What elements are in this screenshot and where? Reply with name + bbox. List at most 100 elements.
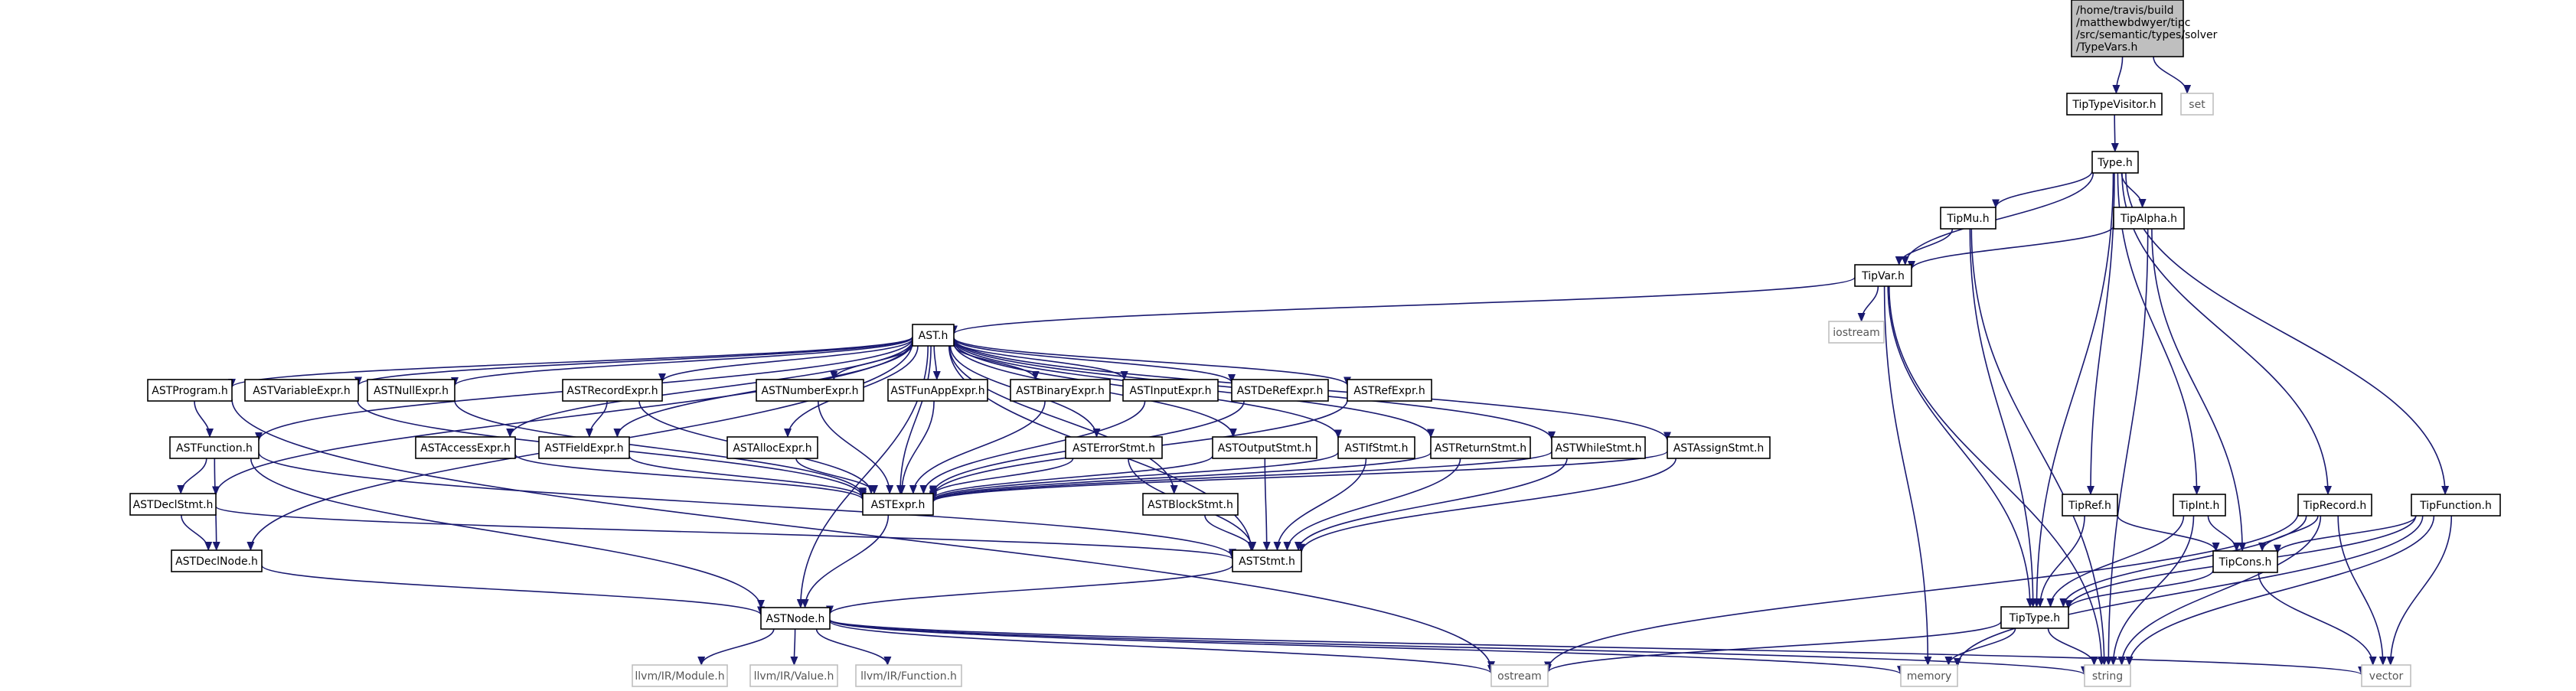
node-TipTypeVisitor[interactable]: TipTypeVisitor.h [2066,93,2163,116]
node-ASTOutputStmt[interactable]: ASTOutputStmt.h [1212,436,1317,459]
node-box-ASTDeclNode [171,549,263,572]
node-ASTErrorStmt[interactable]: ASTErrorStmt.h [1065,436,1163,459]
node-ASTIfStmt[interactable]: ASTIfStmt.h [1337,436,1415,459]
node-label-ASTBlockStmt: ASTBlockStmt.h [1148,499,1233,511]
node-TipFunction[interactable]: TipFunction.h [2411,494,2501,517]
node-ASTWhileStmt[interactable]: ASTWhileStmt.h [1551,436,1646,459]
edge-TipVar-to-string [1889,285,2106,666]
node-label-ASTOutputStmt: ASTOutputStmt.h [1218,442,1311,455]
edge-ASTReturnStmt-to-ASTExpr [929,451,1432,502]
node-label-ostream: ostream [1497,670,1542,683]
node-ASTFunction[interactable]: ASTFunction.h [169,436,260,459]
node-TipVar[interactable]: TipVar.h [1854,264,1912,287]
node-label-ASTDeclStmt: ASTDeclStmt.h [133,499,214,511]
node-TipAlpha[interactable]: TipAlpha.h [2113,207,2185,230]
edge-ASTNode-to-llvmModule [697,628,775,666]
node-box-TipVar [1854,264,1912,287]
node-ASTFieldExpr[interactable]: ASTFieldExpr.h [538,436,630,459]
edge-TipInt-to-TipType [2046,515,2185,608]
node-box-TipRef [2062,494,2118,517]
node-ASTVariableExpr[interactable]: ASTVariableExpr.h [244,379,359,402]
node-TipRef[interactable]: TipRef.h [2062,494,2118,517]
edge-ASTAssignStmt-to-ASTExpr [929,450,1668,503]
node-ASTBinaryExpr[interactable]: ASTBinaryExpr.h [1010,379,1111,402]
edge-TipRecord-to-ostream [1544,513,2299,671]
node-label-ASTNode: ASTNode.h [766,613,825,625]
node-box-iostream [1828,321,1885,344]
node-label-TipVar: TipVar.h [1861,270,1905,282]
node-ASTProgram[interactable]: ASTProgram.h [147,379,233,402]
edge-AST-to-ASTProgram [228,336,913,388]
node-ASTDeclStmt[interactable]: ASTDeclStmt.h [129,493,217,516]
edge-TipCons-to-TipType [2065,569,2214,610]
node-ASTExpr[interactable]: ASTExpr.h [862,493,934,516]
node-label-llvmFunction: llvm/IR/Function.h [860,670,957,683]
node-ASTNullExpr[interactable]: ASTNullExpr.h [367,379,455,402]
node-ASTNode[interactable]: ASTNode.h [760,607,831,630]
node-box-ASTNode [760,607,831,630]
edge-ASTNode-to-vector [829,618,2365,676]
node-box-TipType [2000,606,2069,629]
edge-ASTBinaryExpr-to-ASTExpr [909,400,1046,494]
node-ASTInputExpr[interactable]: ASTInputExpr.h [1122,379,1219,402]
edge-TipRecord-to-vector [2337,515,2387,666]
node-box-ASTStmt [1232,549,1302,572]
node-ASTDeRefExpr[interactable]: ASTDeRefExpr.h [1231,379,1329,402]
edge-TipVar-to-memory [1883,285,1932,666]
node-TipCons[interactable]: TipCons.h [2212,550,2278,573]
node-ASTBlockStmt[interactable]: ASTBlockStmt.h [1142,493,1239,516]
node-box-ASTVariableExpr [244,379,359,402]
node-label-TipCons: TipCons.h [2218,556,2272,569]
node-box-ASTRecordExpr [562,379,663,402]
edge-ASTWhileStmt-to-ASTExpr [929,451,1552,503]
edge-ASTNode-to-string [829,619,2088,676]
node-box-llvmValue [749,664,838,687]
node-iostream: iostream [1828,321,1885,344]
node-TipType[interactable]: TipType.h [2000,606,2069,629]
edge-ASTOutputStmt-to-ASTStmt [1262,458,1271,551]
node-ASTDeclNode[interactable]: ASTDeclNode.h [171,549,263,572]
node-TipInt[interactable]: TipInt.h [2173,494,2226,517]
node-Type[interactable]: Type.h [2091,151,2139,174]
node-set: set [2180,93,2214,116]
node-ASTRecordExpr[interactable]: ASTRecordExpr.h [562,379,663,402]
node-ASTAccessExpr[interactable]: ASTAccessExpr.h [415,436,516,459]
node-ASTStmt[interactable]: ASTStmt.h [1232,549,1302,572]
node-ASTRefExpr[interactable]: ASTRefExpr.h [1347,379,1432,402]
node-label-ASTFieldExpr: ASTFieldExpr.h [544,442,623,455]
node-memory: memory [1900,664,1958,687]
edge-TipInt-to-string [2109,515,2195,666]
node-ASTReturnStmt[interactable]: ASTReturnStmt.h [1430,436,1531,459]
edge-TipRef-to-TipCons [2117,514,2220,552]
node-label-ASTVariableExpr: ASTVariableExpr.h [253,385,351,397]
node-label-ASTRefExpr: ASTRefExpr.h [1353,385,1425,397]
node-label-root-1: /matthewbdwyer/tipc [2076,17,2190,29]
node-label-root-0: /home/travis/build [2076,5,2174,17]
edge-TipMu-to-TipType [1969,228,2037,608]
node-TipRecord[interactable]: TipRecord.h [2297,494,2372,517]
node-label-Type: Type.h [2097,157,2132,169]
node-TipMu[interactable]: TipMu.h [1940,207,1996,230]
node-label-ASTNullExpr: ASTNullExpr.h [374,385,449,397]
node-label-string: string [2092,670,2123,683]
node-box-ostream [1490,664,1549,687]
node-ASTFunAppExpr[interactable]: ASTFunAppExpr.h [887,379,988,402]
node-vector: vector [2361,664,2411,687]
node-ASTAllocExpr[interactable]: ASTAllocExpr.h [726,436,818,459]
node-box-TipFunction [2411,494,2501,517]
node-box-AST [912,324,955,347]
node-llvmFunction: llvm/IR/Function.h [855,664,962,687]
node-ASTNumberExpr[interactable]: ASTNumberExpr.h [756,379,864,402]
node-box-ASTReturnStmt [1430,436,1531,459]
edge-TipVar-to-iostream [1857,285,1879,322]
edge-ASTStmt-to-ASTNode [826,565,1233,615]
edge-ASTAllocExpr-to-ASTExpr [795,458,878,494]
node-ASTAssignStmt[interactable]: ASTAssignStmt.h [1667,436,1771,459]
node-box-ASTOutputStmt [1212,436,1317,459]
node-AST[interactable]: AST.h [912,324,955,347]
edge-AST-to-ASTVariableExpr [354,336,913,386]
edge-TipType-to-ostream [1544,621,2002,673]
node-box-TipCons [2212,550,2278,573]
node-label-ASTAllocExpr: ASTAllocExpr.h [733,442,811,455]
node-box-string [2084,664,2131,687]
